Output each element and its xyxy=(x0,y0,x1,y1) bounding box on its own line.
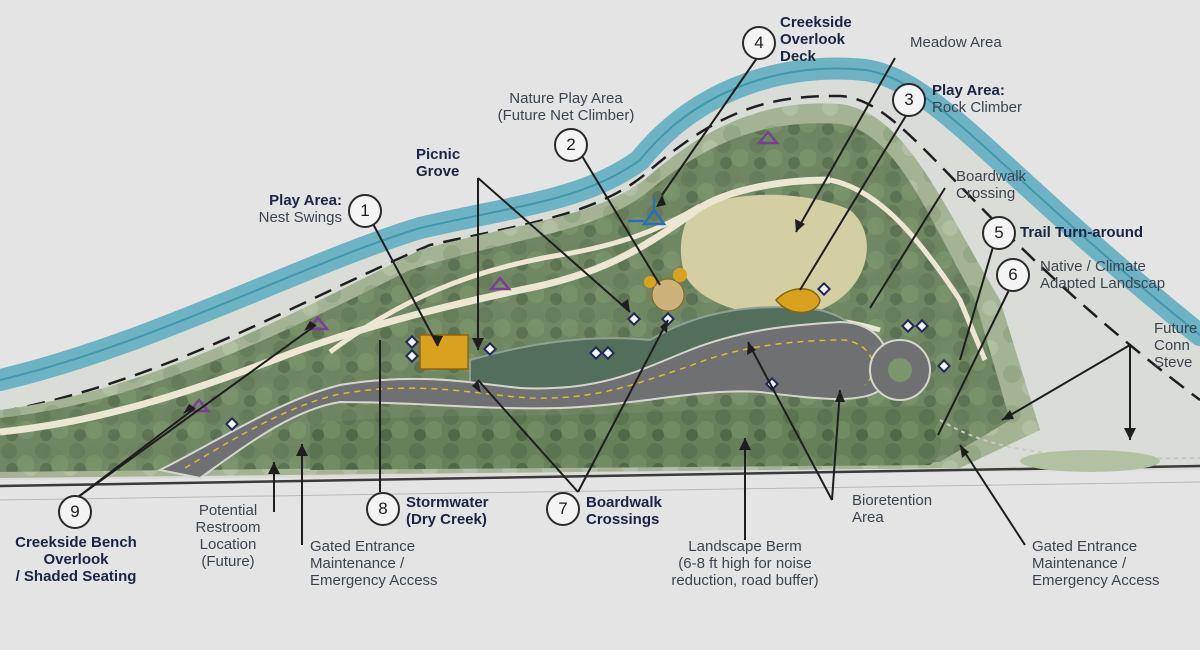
leader-arrowheads xyxy=(183,195,1136,474)
play-area-rock-climber xyxy=(775,288,821,314)
property-line xyxy=(0,94,1200,414)
label-native-landscape: Native / Climate Adapted Landscap xyxy=(1040,258,1166,292)
label-boardwalk-crossings: Boardwalk Crossings xyxy=(586,494,662,528)
label-stormwater: Stormwater (Dry Creek) xyxy=(406,494,489,528)
callout-number-9: 9 xyxy=(58,495,92,529)
play-area-nest-swings xyxy=(419,334,469,370)
access-road xyxy=(156,320,889,480)
label-trail-turnaround: Trail Turn-around xyxy=(1020,224,1144,241)
label-gated-entrance-right: Gated Entrance Maintenance / Emergency A… xyxy=(1032,538,1160,589)
label-play-area-nest-swings: Play Area: Nest Swings xyxy=(258,192,342,226)
nature-play-area xyxy=(651,278,685,312)
picnic-markers xyxy=(224,281,952,432)
leader-lines xyxy=(73,57,1131,546)
label-creekside-overlook-deck: Creekside Overlook Deck xyxy=(780,14,852,65)
label-gated-entrance-left: Gated Entrance Maintenance / Emergency A… xyxy=(310,538,438,589)
label-landscape-berm: Landscape Berm (6-8 ft high for noise re… xyxy=(671,538,819,589)
label-meadow-area: Meadow Area xyxy=(910,34,1002,51)
overlook-deck-marker xyxy=(628,198,667,226)
label-potential-restroom: Potential Restroom Location (Future) xyxy=(195,502,261,570)
label-future-connection: Future Conn Steve xyxy=(1154,320,1198,371)
label-picnic-grove: Picnic Grove xyxy=(416,146,461,180)
callout-number-6: 6 xyxy=(996,258,1030,292)
callout-number-3: 3 xyxy=(892,83,926,117)
label-boardwalk-crossing: Boardwalk Crossing xyxy=(956,168,1027,202)
landscape-berm xyxy=(310,406,942,470)
label-bioretention: Bioretention Area xyxy=(852,492,933,526)
future-connection xyxy=(939,419,1200,460)
trail xyxy=(0,176,831,436)
label-play-area-rock-climber: Play Area: Rock Climber xyxy=(932,82,1023,116)
meadow xyxy=(680,194,867,316)
callout-number-5: 5 xyxy=(982,216,1016,250)
callout-number-2: 2 xyxy=(554,128,588,162)
callout-number-7: 7 xyxy=(546,492,580,526)
label-nature-play-area: Nature Play Area (Future Net Climber) xyxy=(497,90,635,124)
label-creekside-bench: Creekside Bench Overlook / Shaded Seatin… xyxy=(15,534,137,585)
callout-number-4: 4 xyxy=(742,26,776,60)
road-edge xyxy=(0,464,1200,488)
callout-number-8: 8 xyxy=(366,492,400,526)
callout-number-1: 1 xyxy=(348,194,382,228)
